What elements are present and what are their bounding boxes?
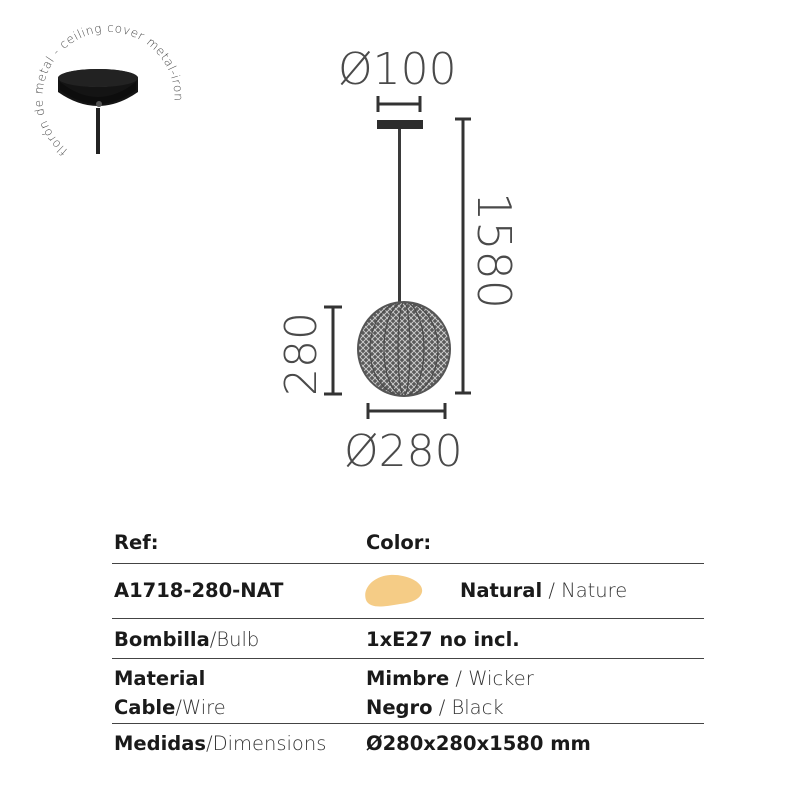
dimensions-label: Medidas/Dimensions [114, 732, 327, 755]
cover-screw-icon [96, 101, 102, 107]
cable [398, 129, 401, 305]
cover-stem [96, 108, 100, 154]
material-value: Mimbre / Wicker [366, 667, 534, 690]
bulb-value: 1xE27 no incl. [366, 628, 520, 651]
canopy [377, 120, 423, 129]
bulb-label: Bombilla/Bulb [114, 628, 260, 651]
material-cable-labels: Material Cable/Wire [114, 664, 226, 722]
material-label: Material [114, 667, 206, 690]
pendant-drawing: Ø100 1580 280 [276, 44, 521, 477]
ceiling-cover-inset: florón de metal - ceiling cover metal-ir… [31, 21, 185, 159]
spec-ref-row: A1718-280-NAT Natural / Nature [112, 564, 704, 619]
cable-label: Cable/Wire [114, 696, 226, 719]
material-cable-values: Mimbre / Wicker Negro / Black [366, 664, 534, 722]
ref-label: Ref: [114, 531, 159, 554]
dim-shade-diameter-label: Ø280 [344, 426, 463, 477]
color-label: Color: [366, 531, 432, 554]
spec-dimensions-row: Medidas/Dimensions Ø280x280x1580 mm [112, 724, 704, 760]
dim-shade-height-label: 280 [276, 312, 327, 396]
color-swatch [365, 574, 423, 607]
spec-bulb-row: Bombilla/Bulb 1xE27 no incl. [112, 619, 704, 659]
color-value: Natural / Nature [460, 579, 628, 602]
dim-height-label: 1580 [467, 192, 521, 309]
dimensions-value: Ø280x280x1580 mm [366, 732, 591, 755]
cable-value: Negro / Black [366, 696, 504, 719]
product-drawing: florón de metal - ceiling cover metal-ir… [31, 21, 521, 477]
spec-material-row: Material Cable/Wire Mimbre / Wicker Negr… [112, 659, 704, 724]
wicker-shade [357, 301, 451, 397]
spec-header-row: Ref: Color: [112, 522, 704, 564]
dim-top-label: Ø100 [338, 44, 457, 95]
spec-table: Ref: Color: A1718-280-NAT Natural / Natu… [112, 522, 704, 760]
ref-value: A1718-280-NAT [114, 579, 284, 602]
